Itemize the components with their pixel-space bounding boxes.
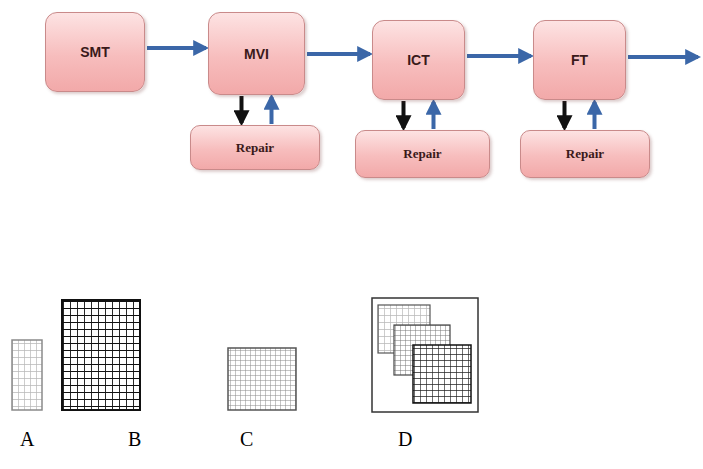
figure-letter: A (20, 428, 34, 451)
flow-arrow (240, 96, 244, 123)
flow-arrow (147, 46, 206, 50)
box-label: FT (571, 52, 588, 68)
flow-arrow (563, 101, 567, 128)
process-box: MVI (208, 12, 305, 95)
repair-box: Repair (355, 130, 490, 178)
flow-arrow (270, 97, 274, 124)
figure-letter: C (240, 428, 253, 451)
box-label: Repair (566, 146, 604, 162)
process-box: FT (533, 20, 626, 100)
repair-box: Repair (190, 125, 320, 170)
repair-box: Repair (520, 130, 650, 178)
flow-arrow (307, 52, 370, 56)
box-label: Repair (236, 140, 274, 156)
process-box: ICT (372, 20, 465, 100)
flow-arrow (593, 102, 597, 129)
flow-arrow (432, 102, 436, 129)
figure-letter: D (398, 428, 412, 451)
box-label: SMT (80, 44, 110, 60)
flow-arrow (402, 101, 406, 128)
flow-arrow (467, 54, 531, 58)
figure-letter: B (128, 428, 141, 451)
box-label: MVI (244, 46, 269, 62)
box-label: Repair (403, 146, 441, 162)
box-label: ICT (407, 52, 430, 68)
process-box: SMT (45, 12, 145, 92)
